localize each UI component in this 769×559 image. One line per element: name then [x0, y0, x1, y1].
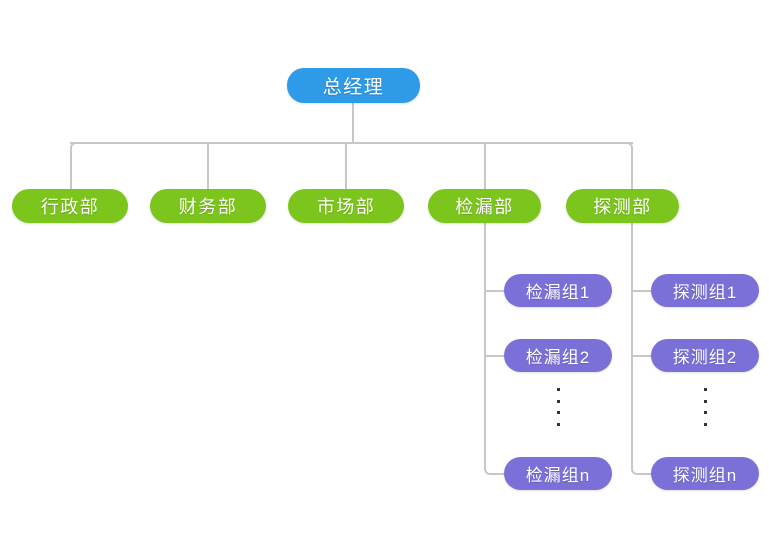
connector-stub-leak-team-1 [486, 290, 505, 292]
connector-trunk-leak [484, 222, 486, 467]
node-label: 探测组n [672, 466, 738, 485]
ellipsis-probe-teams [700, 388, 710, 426]
connector-trunk-probe [631, 222, 633, 467]
node-label: 财务部 [178, 197, 238, 217]
ellipsis-dot [556, 388, 560, 391]
connector-stub-probe-team-n [637, 473, 652, 475]
node-leak-team-n[interactable]: 检漏组n [504, 457, 612, 490]
node-label: 总经理 [322, 77, 385, 98]
node-department-administration[interactable]: 行政部 [12, 189, 128, 223]
connector-stub-leak-team-n [490, 473, 505, 475]
connector-elbow-left [70, 142, 78, 150]
node-leak-team-1[interactable]: 检漏组1 [504, 274, 612, 307]
ellipsis-dot [556, 411, 560, 415]
connector-level2-bus [70, 142, 633, 144]
connector-stub-probe-team-1 [633, 290, 652, 292]
connector-drop-administration [70, 148, 72, 189]
node-probe-team-2[interactable]: 探测组2 [651, 339, 759, 372]
node-label: 探测部 [593, 197, 652, 217]
node-department-marketing[interactable]: 市场部 [288, 189, 404, 223]
node-leak-team-2[interactable]: 检漏组2 [504, 339, 612, 372]
node-probe-team-1[interactable]: 探测组1 [651, 274, 759, 307]
node-label: 探测组2 [672, 348, 738, 367]
connector-drop-leak-detection [484, 142, 486, 189]
node-label: 市场部 [316, 197, 376, 217]
node-label: 检漏组2 [525, 348, 591, 367]
node-label: 探测组1 [672, 283, 738, 302]
connector-elbow-right [625, 142, 633, 150]
connector-stub-leak-team-2 [486, 355, 505, 357]
ellipsis-dot [703, 422, 707, 426]
connector-elbow-trunk-probe-end [631, 467, 639, 475]
ellipsis-dot [703, 411, 707, 415]
node-department-finance[interactable]: 财务部 [150, 189, 266, 223]
node-general-manager[interactable]: 总经理 [287, 68, 420, 103]
node-department-probe[interactable]: 探测部 [566, 189, 679, 223]
node-label: 检漏组1 [525, 283, 591, 302]
ellipsis-dot [556, 399, 560, 403]
ellipsis-dot [703, 388, 707, 391]
connector-stub-probe-team-2 [633, 355, 652, 357]
connector-root-stem [352, 102, 354, 143]
node-label: 行政部 [40, 197, 100, 217]
node-label: 检漏组n [525, 466, 591, 485]
ellipsis-dot [556, 422, 560, 426]
connector-drop-marketing [345, 142, 347, 189]
ellipsis-leak-teams [553, 388, 563, 426]
connector-drop-probe [631, 148, 633, 189]
node-department-leak-detection[interactable]: 检漏部 [428, 189, 541, 223]
node-label: 检漏部 [455, 197, 514, 217]
node-probe-team-n[interactable]: 探测组n [651, 457, 759, 490]
connector-drop-finance [207, 142, 209, 189]
ellipsis-dot [703, 399, 707, 403]
connector-elbow-trunk-leak-end [484, 467, 492, 475]
